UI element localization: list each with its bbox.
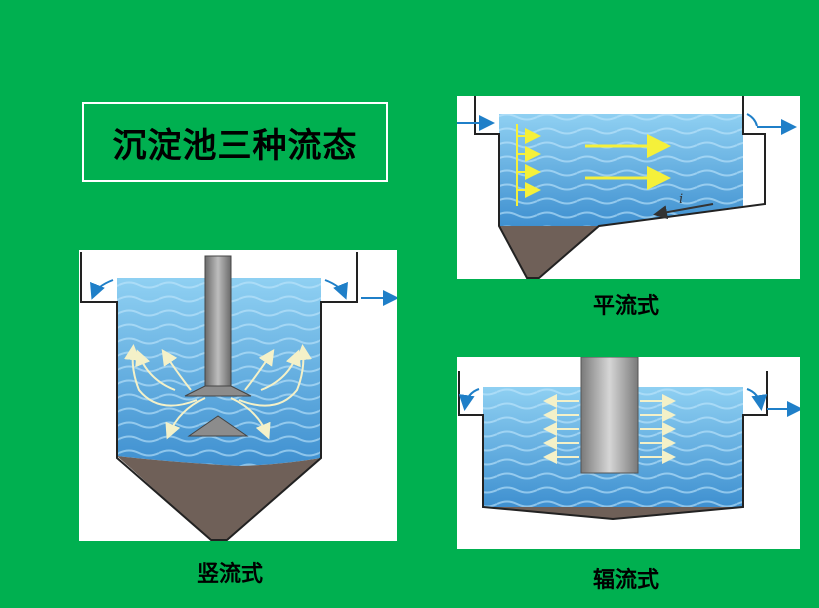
slope-arrow (653, 203, 714, 220)
flow-arrow (244, 349, 275, 391)
sludge-hopper (117, 456, 321, 540)
sludge-hopper (483, 507, 743, 519)
slope-label: i (679, 192, 683, 207)
caption-radial: 辐流式 (592, 568, 659, 593)
horizontal-flow-diagram: i (457, 96, 800, 279)
page-title: 沉淀池三种流态 (112, 125, 358, 166)
center-pipe (204, 255, 232, 387)
flow-arrow (124, 344, 198, 407)
flow-arrow (161, 349, 192, 391)
caption-vertical: 竖流式 (196, 562, 263, 587)
flow-arrow (165, 397, 206, 440)
deflector-lower (187, 415, 249, 437)
title-box: 沉淀池三种流态 (82, 102, 388, 182)
flow-arrow (230, 397, 271, 440)
deflector-upper (184, 385, 252, 397)
flow-arrow (135, 349, 176, 391)
radial-flow-diagram (457, 357, 800, 549)
sludge-hopper (499, 226, 599, 278)
vertical-flow-diagram (79, 250, 397, 541)
flow-arrow (238, 344, 312, 407)
center-column (580, 357, 639, 474)
caption-horizontal: 平流式 (592, 294, 659, 319)
flow-arrow (260, 349, 301, 391)
